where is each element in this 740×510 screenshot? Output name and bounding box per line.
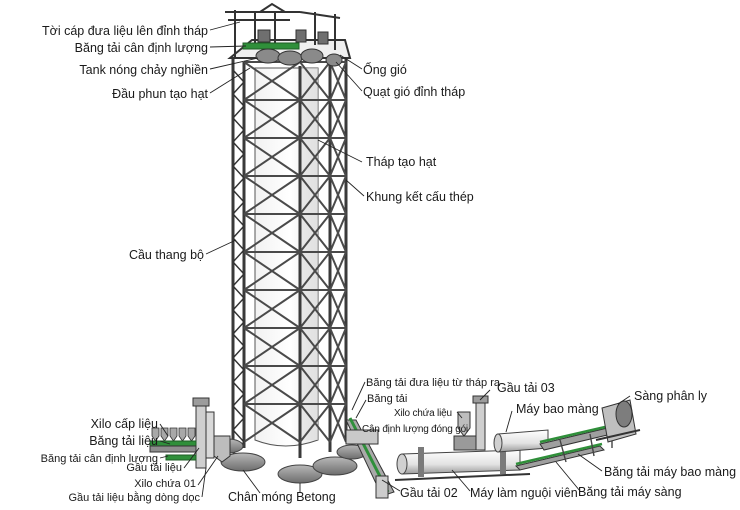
cooler-drum bbox=[394, 444, 531, 481]
leader-lines bbox=[159, 21, 631, 498]
granulation-tower bbox=[225, 2, 352, 458]
label-bang-tai-may-bao-mang: Băng tải máy bao màng bbox=[604, 465, 736, 479]
label-gau-tai-lieu: Gầu tải liệu bbox=[126, 462, 182, 474]
label-xilo-chua-01: Xilo chứa 01 bbox=[134, 478, 196, 490]
coating-machine bbox=[453, 395, 621, 471]
label-chan-mong: Chân móng Betong bbox=[228, 490, 336, 504]
label-may-bao-mang: Máy bao màng bbox=[516, 402, 599, 416]
label-toi-cap: Tời cáp đưa liệu lên đỉnh tháp bbox=[42, 24, 208, 38]
label-xilo-cap-lieu: Xilo cấp liệu bbox=[91, 417, 158, 431]
steel-frame bbox=[231, 58, 348, 458]
label-dau-phun: Đầu phun tạo hạt bbox=[112, 87, 208, 101]
labels: Tời cáp đưa liệu lên đỉnh tháp Băng tải … bbox=[41, 24, 736, 504]
label-khung-ket-cau: Khung kết cấu thép bbox=[366, 190, 474, 204]
label-sang-phan-ly: Sàng phân ly bbox=[634, 389, 708, 403]
label-bang-tai-lieu: Băng tải liệu bbox=[89, 434, 158, 448]
label-bang-tai-may-sang: Băng tải máy sàng bbox=[578, 485, 682, 499]
label-bang-tai-can-bottom: Băng tải cân định lượng bbox=[41, 453, 158, 465]
weighing-belt-green bbox=[165, 454, 197, 461]
label-tank: Tank nóng chảy nghiền bbox=[79, 63, 208, 77]
label-gau-tai-03: Gầu tải 03 bbox=[497, 381, 555, 395]
output-conveyor bbox=[345, 417, 395, 499]
label-cau-thang: Cầu thang bộ bbox=[129, 248, 204, 262]
steel-bracing bbox=[243, 61, 347, 443]
label-may-lam-nguoi: Máy làm nguội viên bbox=[470, 486, 578, 500]
label-gau-tai-02: Gầu tải 02 bbox=[400, 486, 458, 500]
label-quat-gio: Quạt gió đỉnh tháp bbox=[363, 85, 465, 99]
stairs bbox=[232, 69, 245, 455]
small-feed-silos bbox=[151, 427, 196, 442]
label-can-dinh-luong-dong-goi: Cân định lượng đóng gói bbox=[362, 424, 468, 435]
label-bang-tai: Băng tải bbox=[367, 393, 407, 405]
label-gau-tai-lieu-dong-doc: Gầu tải liệu bằng dòng dọc bbox=[69, 491, 201, 504]
label-thap-tao-hat: Tháp tạo hạt bbox=[366, 155, 437, 169]
label-xilo-chua-lieu: Xilo chứa liệu bbox=[394, 408, 452, 419]
label-bang-tai-can-top: Băng tải cân định lượng bbox=[75, 41, 208, 55]
top-tanks bbox=[255, 29, 343, 67]
label-ong-gio: Ống gió bbox=[363, 62, 407, 77]
label-bang-tai-dua-lieu: Băng tải đưa liệu từ tháp ra bbox=[366, 377, 501, 389]
feed-equipment-left bbox=[149, 397, 231, 469]
top-weighing-belt bbox=[242, 42, 300, 50]
tower-top-frame bbox=[225, 2, 352, 59]
